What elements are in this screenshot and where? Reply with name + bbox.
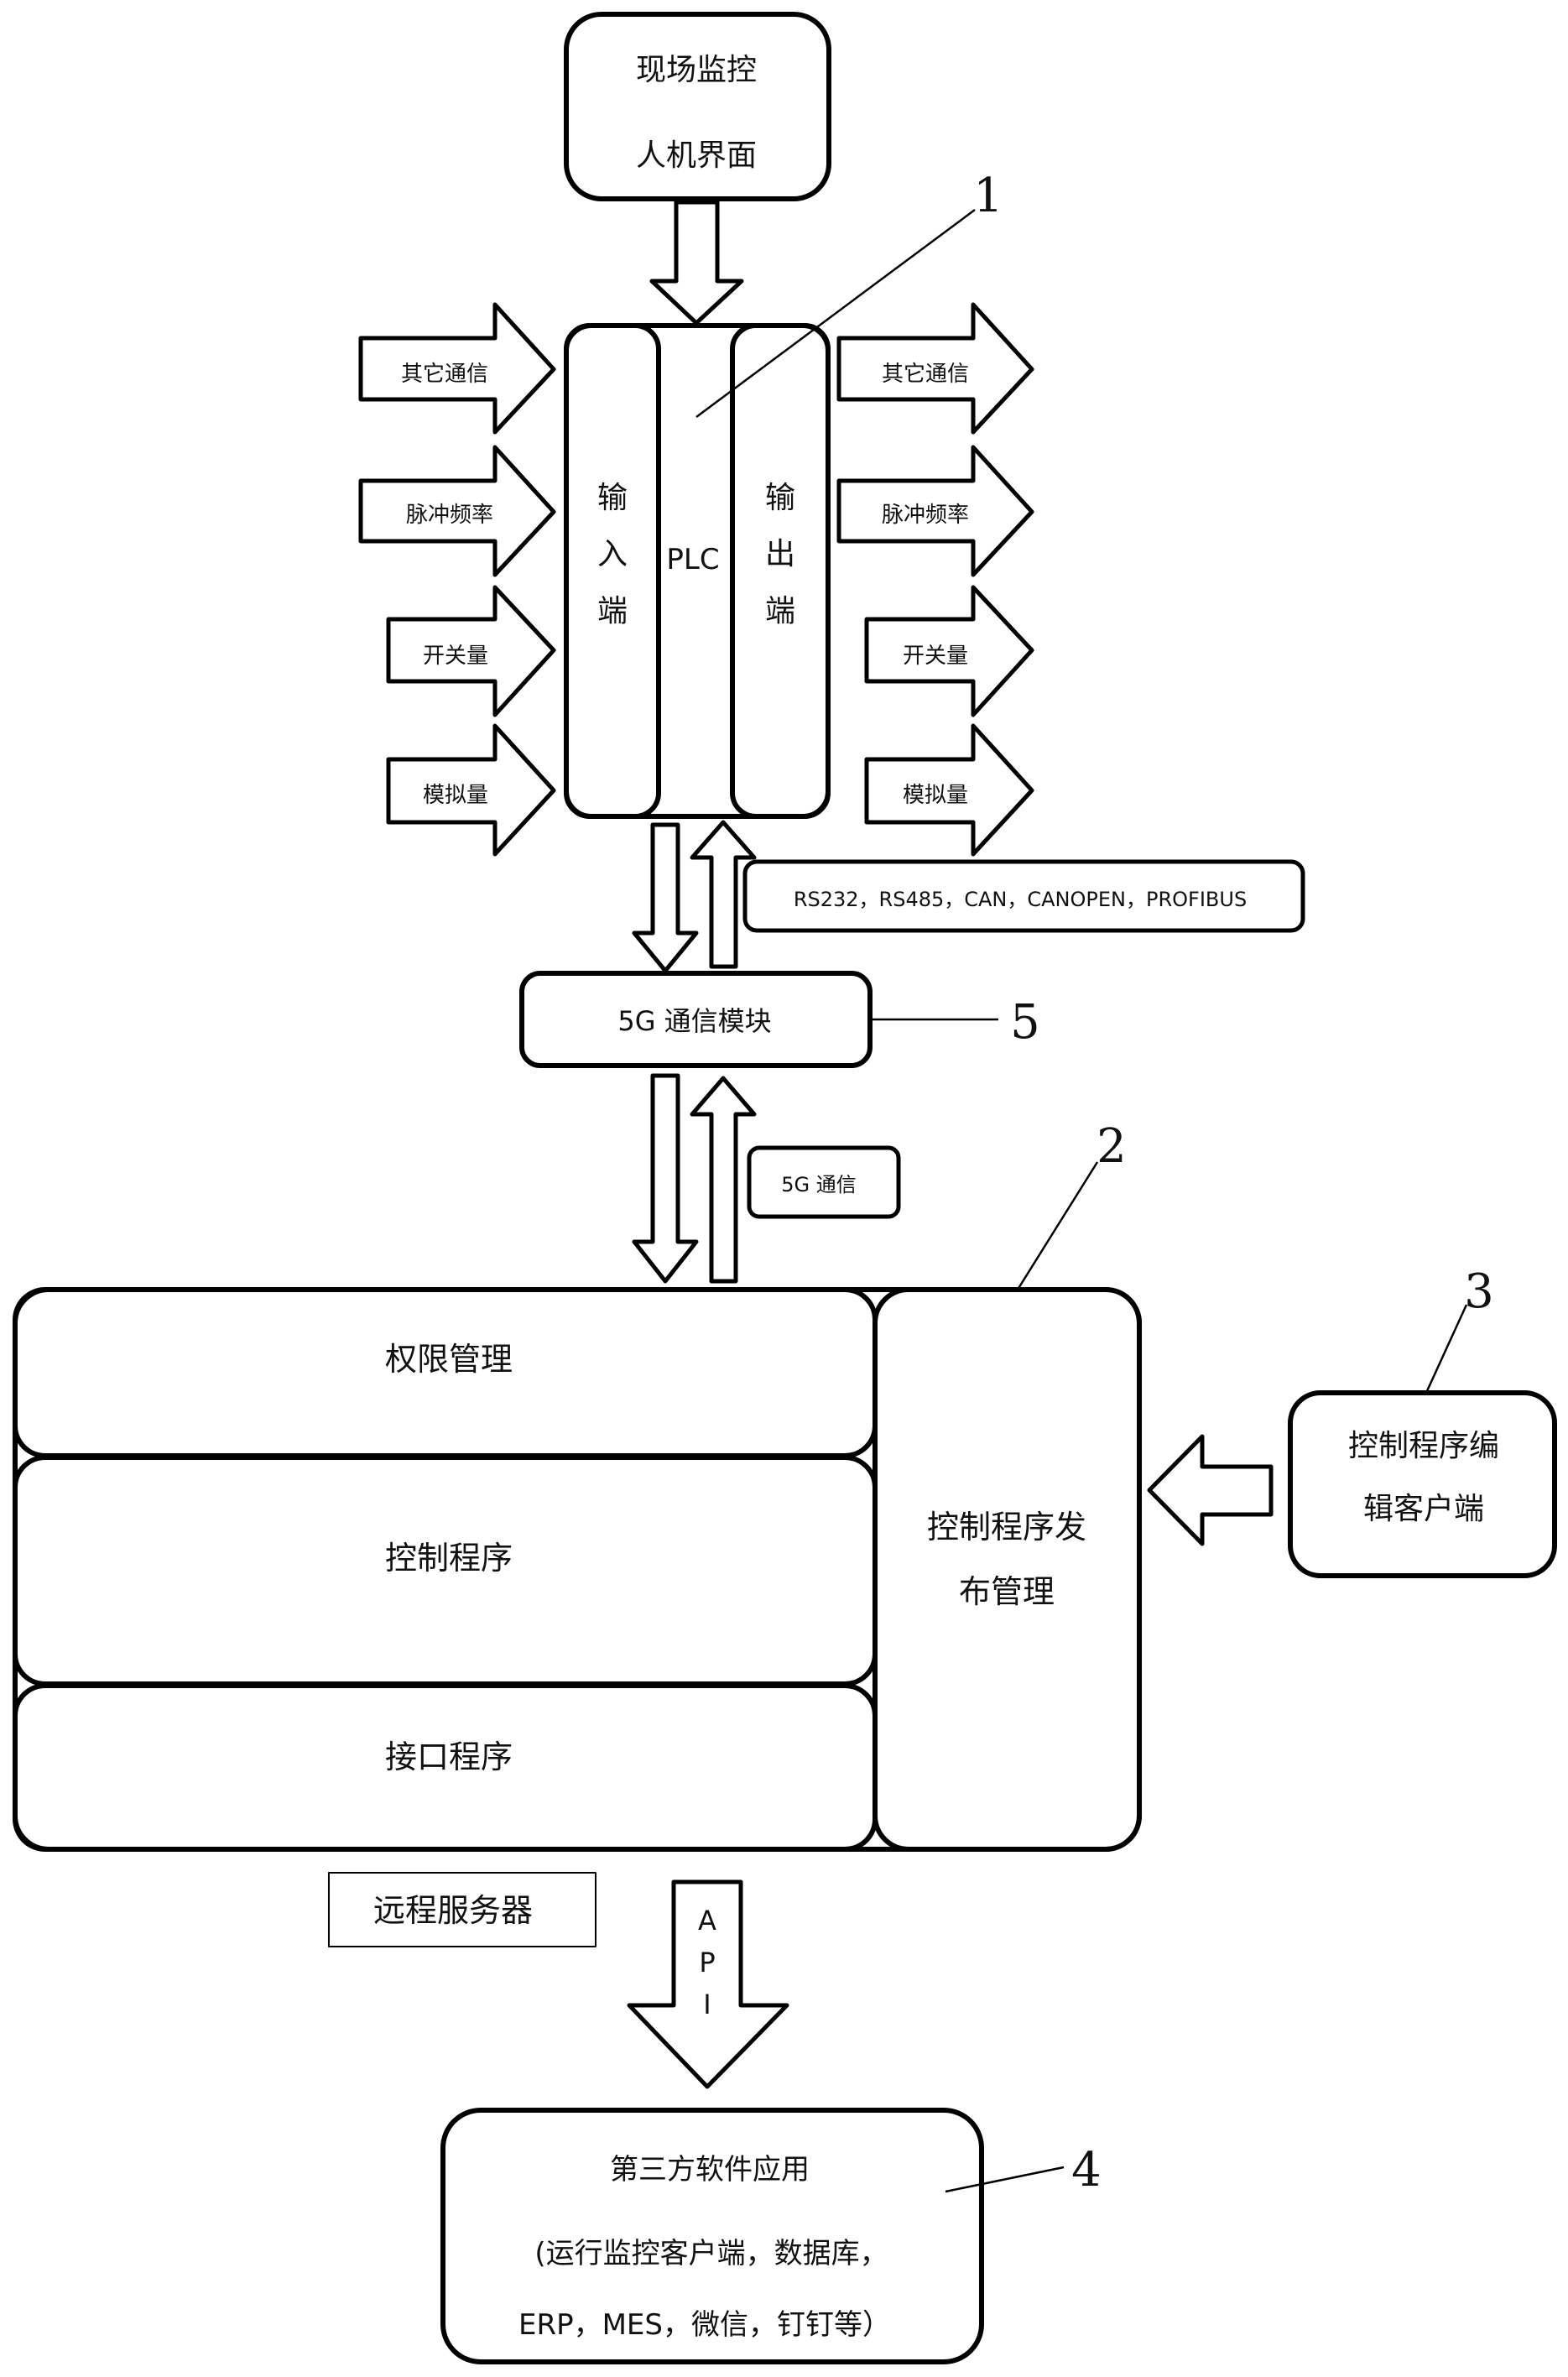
plc-block: 输 入 端 PLC 输 出 端: [564, 323, 831, 819]
server-caption-box: 远程服务器: [328, 1872, 596, 1947]
reference-markers: 1 5 2 3 4: [695, 169, 1494, 2197]
hmi-box: 现场监控 人机界面: [564, 12, 831, 201]
output-arrow-other-comm: 其它通信: [836, 302, 1034, 435]
input-label-analog: 模拟量: [423, 783, 488, 808]
input-arrow-switch: 开关量: [386, 585, 556, 717]
api-char-i: I: [703, 1989, 711, 2020]
api-char-p: P: [699, 1947, 715, 1978]
input-label-switch: 开关量: [423, 644, 488, 669]
plc-to-5g-arrow: [632, 822, 699, 973]
editor-to-server-arrow: [1147, 1434, 1274, 1546]
third-party-line1: 第三方软件应用: [610, 2153, 810, 2187]
output-label-pulse-frequency: 脉冲频率: [882, 503, 969, 528]
marker-2: 2: [1097, 1119, 1127, 1174]
plc-output-char-1: 输: [765, 481, 795, 515]
plc-input-column: [564, 323, 661, 819]
input-arrow-other-comm: 其它通信: [358, 302, 556, 435]
plc-input-char-3: 端: [597, 594, 628, 628]
api-arrow: A P I: [627, 1879, 789, 2089]
server-caption: 远程服务器: [373, 1892, 533, 1929]
input-arrow-pulse-frequency: 脉冲频率: [358, 445, 556, 577]
plc-label: PLC: [666, 543, 719, 576]
5g-module-label: 5G 通信模块: [617, 1005, 771, 1037]
leader-line-2: [1016, 1161, 1099, 1290]
remote-server: 权限管理 控制程序 接口程序 控制程序发 布管理: [13, 1287, 1142, 1852]
leader-line-1: [695, 208, 976, 419]
input-label-pulse-frequency: 脉冲频率: [406, 503, 493, 528]
output-label-other-comm: 其它通信: [882, 362, 969, 387]
bus-protocol-box: RS232，RS485，CAN，CANOPEN，PROFIBUS: [742, 859, 1305, 933]
output-arrow-switch: 开关量: [864, 585, 1034, 717]
publish-label-line1: 控制程序发: [927, 1509, 1086, 1546]
hmi-to-plc-arrow: [649, 200, 744, 326]
input-arrow-analog: 模拟量: [386, 723, 556, 857]
leader-line-3: [1425, 1304, 1468, 1394]
input-label-other-comm: 其它通信: [401, 362, 488, 387]
5g-comm-label: 5G 通信: [781, 1173, 857, 1196]
marker-5: 5: [1010, 995, 1040, 1050]
api-char-a: A: [698, 1905, 716, 1937]
server-to-5g-arrow: [690, 1076, 757, 1284]
plc-input-char-1: 输: [597, 481, 628, 515]
plc-output-char-3: 端: [765, 594, 795, 628]
third-party-line3: ERP，MES，微信，钉钉等）: [518, 2308, 891, 2342]
marker-3: 3: [1464, 1264, 1494, 1319]
third-party-box: 第三方软件应用 (运行监控客户端，数据库， ERP，MES，微信，钉钉等）: [440, 2108, 984, 2364]
server-row-label-control-program: 控制程序: [385, 1540, 513, 1577]
editor-label-line1: 控制程序编: [1348, 1429, 1499, 1463]
server-publish-column: [873, 1287, 1142, 1852]
hmi-label-line1: 现场监控: [636, 53, 757, 87]
third-party-line2: (运行监控客户端，数据库，: [534, 2237, 888, 2270]
editor-label-line2: 辑客户端: [1363, 1492, 1484, 1526]
output-arrow-analog: 模拟量: [864, 723, 1034, 857]
5g-module-box: 5G 通信模块: [519, 971, 873, 1068]
5g-comm-box: 5G 通信: [747, 1145, 901, 1219]
output-label-switch: 开关量: [903, 644, 968, 669]
plc-output-char-2: 出: [765, 537, 795, 571]
leader-line-4: [945, 2166, 1065, 2193]
hmi-label-line2: 人机界面: [636, 138, 757, 173]
bus-protocol-label: RS232，RS485，CAN，CANOPEN，PROFIBUS: [794, 888, 1247, 911]
5g-to-plc-arrow: [690, 820, 757, 969]
output-arrow-pulse-frequency: 脉冲频率: [836, 445, 1034, 577]
server-outer: [13, 1287, 1142, 1852]
publish-label-line2: 布管理: [959, 1573, 1055, 1610]
output-label-analog: 模拟量: [903, 783, 968, 808]
plc-output-column: [730, 323, 831, 819]
5g-to-server-arrow: [632, 1073, 699, 1284]
marker-1: 1: [973, 169, 1003, 223]
server-row-label-interface-program: 接口程序: [385, 1738, 513, 1775]
plc-input-char-2: 入: [597, 537, 628, 571]
server-row-label-permission: 权限管理: [385, 1341, 513, 1378]
marker-4: 4: [1071, 2143, 1102, 2197]
editor-client-box: 控制程序编 辑客户端: [1288, 1390, 1557, 1578]
